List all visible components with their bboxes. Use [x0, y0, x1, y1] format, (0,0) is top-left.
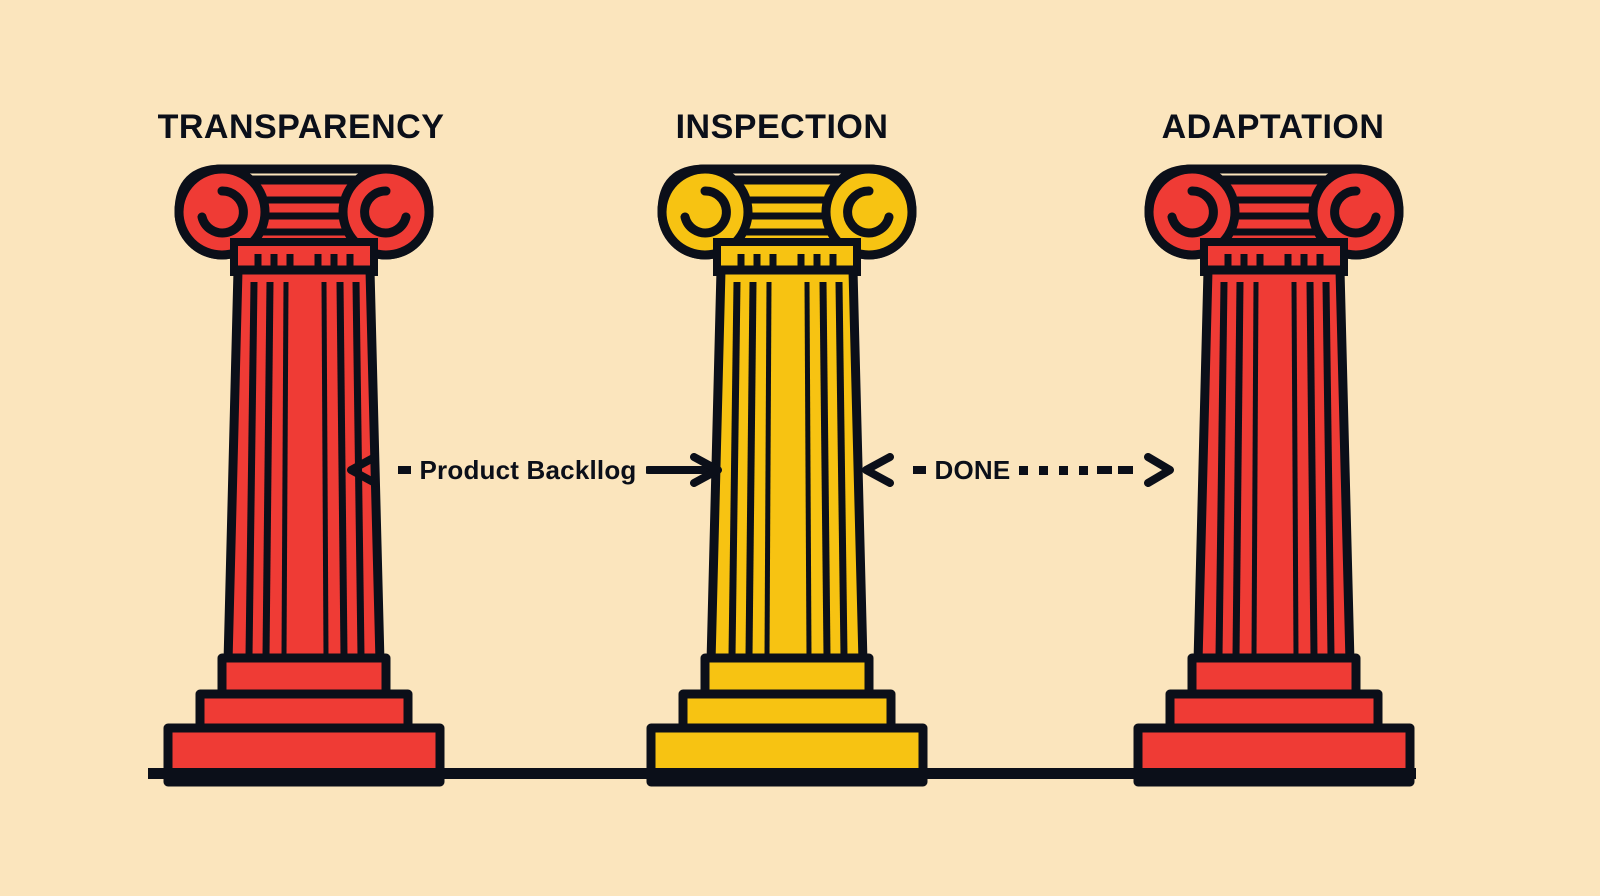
connector-dash: [912, 466, 926, 474]
arrow-right-icon: [1144, 453, 1175, 487]
connector-dot: [1039, 465, 1049, 475]
arrow-right-icon: [645, 453, 722, 487]
pillar-title-adaptation: ADAPTATION: [1161, 108, 1385, 146]
connector-label-product-backlog: Product Backllog: [419, 454, 637, 485]
connector-dot-run: [1019, 465, 1089, 475]
connector-dot: [1059, 465, 1069, 475]
connector-dash: [397, 466, 411, 474]
connector-dot: [1019, 465, 1029, 475]
connector-product-backlog: Product Backllog: [346, 440, 722, 500]
connector-done: DONE: [852, 440, 1184, 500]
connector-dash-run: [1097, 466, 1134, 474]
connector-label-done: DONE: [934, 454, 1011, 485]
connector-dash: [1097, 466, 1113, 474]
connector-dash: [1118, 466, 1134, 474]
connector-dot: [1079, 465, 1089, 475]
ground-line: [148, 768, 1416, 779]
arrow-left-icon: [346, 453, 379, 487]
pillar-title-inspection: INSPECTION: [675, 108, 889, 146]
pillar-title-transparency: TRANSPARENCY: [157, 108, 445, 146]
arrow-left-icon: [861, 453, 894, 487]
